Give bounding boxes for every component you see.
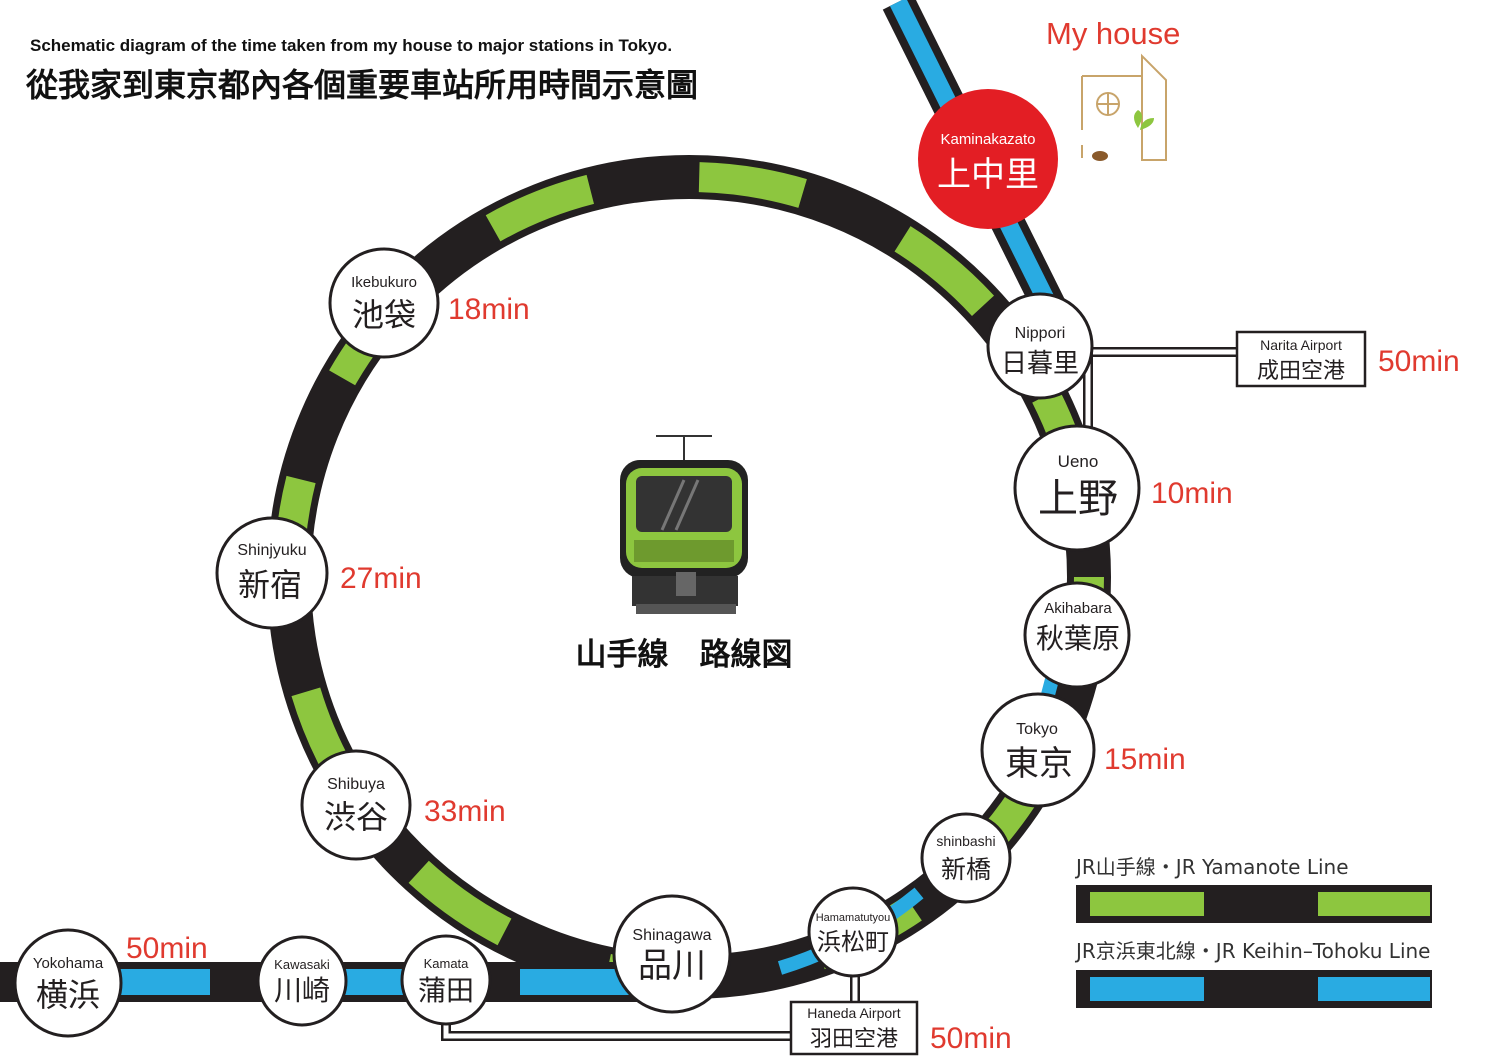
time-haneda: 50min — [930, 1022, 1012, 1055]
airport-narita: Narita Airport 成田空港 — [1235, 330, 1367, 388]
station-ikebukuro: Ikebukuro 池袋 — [328, 247, 440, 359]
station-ueno-en: Ueno — [1058, 452, 1099, 471]
time-shibuya: 33min — [424, 795, 506, 828]
station-shinjuku-en: Shinjyuku — [237, 542, 306, 559]
legend: JR山手線・JR Yamanote Line JR京浜東北線・JR Keihin… — [1074, 855, 1432, 1008]
station-shibuya-ja: 渋谷 — [324, 798, 388, 836]
station-kamata: Kamata 蒲田 — [400, 934, 492, 1026]
station-shibuya-en: Shibuya — [327, 776, 385, 793]
legend-keihin-swatch — [1076, 970, 1432, 1008]
station-kamata-en: Kamata — [424, 956, 470, 971]
station-shinbashi-en: shinbashi — [936, 833, 995, 849]
station-ueno: Ueno 上野 — [1013, 424, 1141, 552]
station-ikebukuro-ja: 池袋 — [352, 296, 416, 334]
station-yokohama-ja: 横浜 — [36, 976, 100, 1014]
station-ueno-ja: 上野 — [1038, 476, 1118, 522]
station-akihabara-ja: 秋葉原 — [1036, 622, 1120, 655]
train-icon — [620, 435, 748, 614]
time-ikebukuro: 18min — [448, 293, 530, 326]
station-tokyo-en: Tokyo — [1016, 721, 1058, 738]
station-yokohama-en: Yokohama — [33, 955, 104, 972]
station-shinjuku: Shinjyuku 新宿 — [215, 516, 329, 630]
airport-narita-ja: 成田空港 — [1257, 359, 1345, 384]
station-akihabara: Akihabara 秋葉原 — [1023, 581, 1131, 689]
station-shinbashi-ja: 新橋 — [941, 855, 991, 884]
station-yokohama: Yokohama 横浜 — [13, 928, 123, 1038]
station-kawasaki: Kawasaki 川崎 — [256, 935, 348, 1027]
station-ikebukuro-en: Ikebukuro — [351, 274, 417, 291]
station-kamata-ja: 蒲田 — [418, 974, 474, 1007]
time-shinjuku: 27min — [340, 562, 422, 595]
station-akihabara-en: Akihabara — [1044, 600, 1112, 617]
time-tokyo: 15min — [1104, 743, 1186, 776]
title-zh: 從我家到東京都內各個重要車站所用時間示意圖 — [25, 66, 698, 104]
title-en: Schematic diagram of the time taken from… — [30, 36, 672, 55]
time-yokohama: 50min — [126, 932, 208, 965]
station-tokyo-ja: 東京 — [1005, 744, 1073, 784]
station-shinagawa: Shinagawa 品川 — [612, 894, 732, 1014]
airport-haneda-en: Haneda Airport — [807, 1005, 901, 1021]
station-kawasaki-en: Kawasaki — [274, 957, 330, 972]
legend-keihin-label: JR京浜東北線・JR Keihin–Tohoku Line — [1074, 939, 1430, 963]
station-kaminakazato-ja: 上中里 — [937, 155, 1039, 195]
time-ueno: 10min — [1151, 477, 1233, 510]
house-icon — [1081, 53, 1167, 161]
station-tokyo: Tokyo 東京 — [980, 692, 1096, 808]
station-nippori: Nippori 日暮里 — [986, 292, 1094, 400]
station-hamamatsucho-ja: 浜松町 — [817, 928, 889, 956]
legend-yamanote-swatch — [1076, 885, 1432, 923]
narita-connector — [1083, 347, 1238, 440]
airport-haneda-ja: 羽田空港 — [810, 1027, 898, 1052]
center-label: 山手線 路線図 — [576, 637, 793, 673]
station-shinbashi: shinbashi 新橋 — [920, 812, 1012, 904]
station-kawasaki-ja: 川崎 — [274, 974, 330, 1007]
airport-haneda: Haneda Airport 羽田空港 — [789, 1000, 919, 1056]
airport-narita-en: Narita Airport — [1260, 337, 1342, 353]
my-house: My house — [1046, 16, 1180, 161]
station-kaminakazato-en: Kaminakazato — [940, 131, 1035, 148]
my-house-label: My house — [1046, 16, 1180, 51]
legend-yamanote-label: JR山手線・JR Yamanote Line — [1074, 855, 1349, 879]
station-shinjuku-ja: 新宿 — [238, 566, 302, 604]
station-shinagawa-ja: 品川 — [638, 946, 706, 986]
station-shinagawa-en: Shinagawa — [632, 927, 711, 944]
station-hamamatsucho: Hamamatutyou 浜松町 — [807, 886, 899, 978]
station-nippori-ja: 日暮里 — [1001, 349, 1079, 379]
station-shibuya: Shibuya 渋谷 — [300, 749, 412, 861]
station-hamamatsucho-en: Hamamatutyou — [816, 912, 891, 924]
station-kaminakazato: Kaminakazato 上中里 — [918, 89, 1058, 229]
time-narita: 50min — [1378, 345, 1460, 378]
station-nippori-en: Nippori — [1015, 325, 1066, 342]
